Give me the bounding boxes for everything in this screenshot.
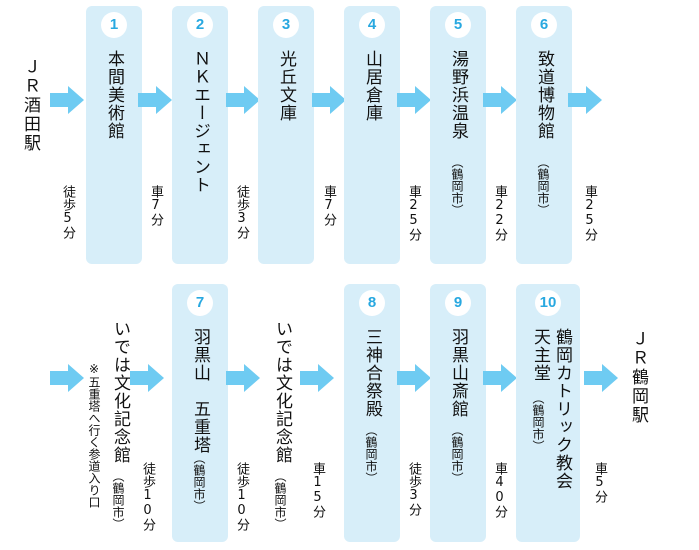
waypoint-city: （鶴岡市） xyxy=(111,470,125,530)
stop-box-4: 4 山居倉庫 xyxy=(344,6,400,264)
travel-time: 車7分 xyxy=(148,185,163,226)
stop-city: （鶴岡市） xyxy=(531,392,545,452)
right-arrow-icon xyxy=(483,364,517,392)
stop-city: （鶴岡市） xyxy=(536,156,550,216)
stop-box-7: 7 羽黒山 五重塔 （鶴岡市） xyxy=(172,284,228,542)
travel-time: 車25分 xyxy=(582,185,597,241)
stop-name: 致道博物館 xyxy=(534,50,554,140)
stop-name: 山居倉庫 xyxy=(362,50,382,122)
waypoint-name: いでは文化記念館 xyxy=(110,320,130,464)
travel-time: 徒歩3分 xyxy=(406,462,421,516)
stop-number: 1 xyxy=(101,12,127,38)
stop-number: 3 xyxy=(273,12,299,38)
stop-name: 羽黒山 五重塔 xyxy=(190,328,210,454)
travel-time: 徒歩10分 xyxy=(140,462,155,531)
travel-time: 車5分 xyxy=(592,462,607,503)
stop-number: 10 xyxy=(535,290,561,316)
travel-time: 徒歩3分 xyxy=(234,185,249,239)
stop-city: （鶴岡市） xyxy=(450,424,464,484)
right-arrow-icon xyxy=(584,364,618,392)
travel-time: 徒歩5分 xyxy=(60,185,75,239)
stop-number: 6 xyxy=(531,12,557,38)
right-arrow-icon xyxy=(50,364,84,392)
right-arrow-icon xyxy=(50,86,84,114)
stop-number: 4 xyxy=(359,12,385,38)
stop-name: 本間美術館 xyxy=(104,50,124,140)
stop-name: 三神合祭殿 xyxy=(362,328,382,418)
stop-city: （鶴岡市） xyxy=(450,156,464,216)
stop-name-line2: 天主堂 xyxy=(530,328,550,382)
stop-name: 湯野浜温泉 xyxy=(448,50,468,140)
stop-name: 鶴岡カトリック教会 xyxy=(552,328,572,490)
waypoint-city: （鶴岡市） xyxy=(273,470,287,530)
stop-name: 光丘文庫 xyxy=(276,50,296,122)
stop-number: 5 xyxy=(445,12,471,38)
right-arrow-icon xyxy=(130,364,164,392)
travel-time: 車7分 xyxy=(321,185,336,226)
travel-time: 車40分 xyxy=(492,462,507,518)
stop-number: 9 xyxy=(445,290,471,316)
stop-box-9: 9 羽黒山斎館 （鶴岡市） xyxy=(430,284,486,542)
right-arrow-icon xyxy=(397,86,431,114)
stop-city: （鶴岡市） xyxy=(192,452,206,512)
stop-name: 羽黒山斎館 xyxy=(448,328,468,418)
right-arrow-icon xyxy=(138,86,172,114)
stop-box-6: 6 致道博物館 （鶴岡市） xyxy=(516,6,572,264)
right-arrow-icon xyxy=(226,364,260,392)
stop-box-10: 10 鶴岡カトリック教会 天主堂 （鶴岡市） xyxy=(516,284,580,542)
travel-time: 徒歩10分 xyxy=(234,462,249,531)
travel-time: 車15分 xyxy=(310,462,325,518)
right-arrow-icon xyxy=(568,86,602,114)
waypoint-name: いでは文化記念館 xyxy=(272,320,292,464)
waypoint-note: ※五重塔へ行く参道入り口 xyxy=(87,362,101,508)
travel-time: 車22分 xyxy=(492,185,507,241)
stop-box-1: 1 本間美術館 xyxy=(86,6,142,264)
stop-name: ＮＫエージェント xyxy=(190,50,210,194)
right-arrow-icon xyxy=(312,86,346,114)
stop-number: 7 xyxy=(187,290,213,316)
stop-box-2: 2 ＮＫエージェント xyxy=(172,6,228,264)
stop-box-8: 8 三神合祭殿 （鶴岡市） xyxy=(344,284,400,542)
start-station: ＪＲ酒田駅 xyxy=(20,58,40,153)
stop-box-3: 3 光丘文庫 xyxy=(258,6,314,264)
right-arrow-icon xyxy=(397,364,431,392)
stop-box-5: 5 湯野浜温泉 （鶴岡市） xyxy=(430,6,486,264)
right-arrow-icon xyxy=(300,364,334,392)
right-arrow-icon xyxy=(483,86,517,114)
stop-city: （鶴岡市） xyxy=(364,424,378,484)
stop-number: 2 xyxy=(187,12,213,38)
travel-time: 車25分 xyxy=(406,185,421,241)
stop-number: 8 xyxy=(359,290,385,316)
right-arrow-icon xyxy=(226,86,260,114)
end-station: ＪＲ鶴岡駅 xyxy=(628,330,648,425)
